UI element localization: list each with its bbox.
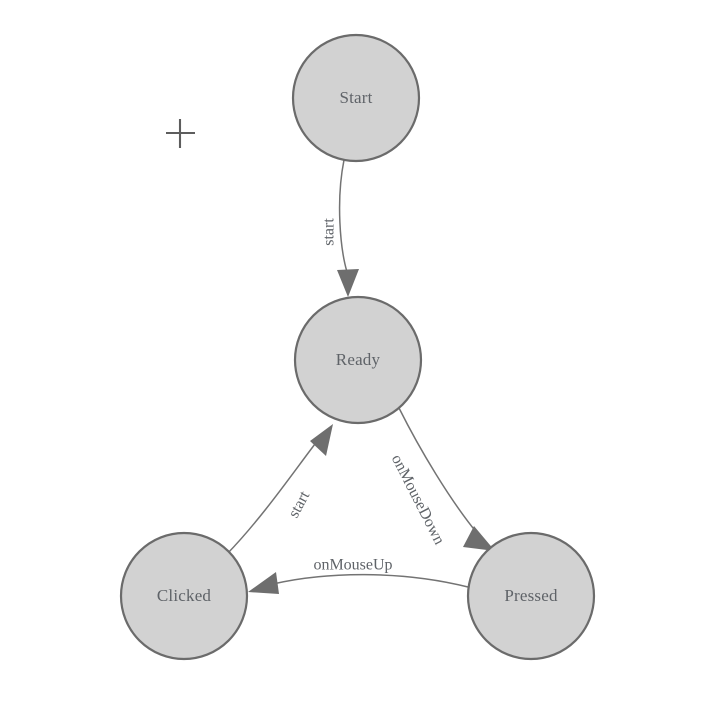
edge-pressed-to-clicked[interactable]: onMouseUp <box>248 557 469 594</box>
node-start-label: Start <box>339 88 372 107</box>
edge-clicked-to-ready-arrowhead <box>310 424 333 456</box>
edge-clicked-to-ready[interactable]: start <box>226 424 333 555</box>
nodes-layer: Start Ready Clicked Pressed <box>119 33 596 661</box>
edge-ready-to-pressed-path[interactable] <box>398 407 478 534</box>
node-clicked-label: Clicked <box>157 586 212 605</box>
edge-ready-to-pressed-label: onMouseDown <box>388 452 448 548</box>
plus-marker-icon <box>166 119 195 148</box>
node-start[interactable]: Start <box>291 33 421 163</box>
node-ready-circle[interactable] <box>293 295 423 425</box>
edge-start-to-ready-arrowhead <box>337 269 359 297</box>
node-start-circle[interactable] <box>291 33 421 163</box>
edge-ready-to-pressed-arrowhead <box>463 526 495 551</box>
node-pressed-label: Pressed <box>504 586 558 605</box>
node-pressed-circle[interactable] <box>466 531 596 661</box>
edge-pressed-to-clicked-path[interactable] <box>272 573 469 588</box>
edge-start-to-ready-label: start <box>321 218 338 246</box>
edge-pressed-to-clicked-label: onMouseUp <box>313 557 392 574</box>
edge-pressed-to-clicked-arrowhead <box>248 572 279 594</box>
edge-clicked-to-ready-path[interactable] <box>226 443 316 555</box>
node-clicked-circle[interactable] <box>119 531 249 661</box>
node-clicked[interactable]: Clicked <box>119 531 249 661</box>
edge-start-to-ready-path[interactable] <box>338 159 348 273</box>
node-ready-label: Ready <box>336 350 381 369</box>
edge-start-to-ready[interactable]: start <box>321 159 359 297</box>
node-pressed[interactable]: Pressed <box>466 531 596 661</box>
edge-ready-to-pressed[interactable]: onMouseDown <box>388 407 495 551</box>
edge-clicked-to-ready-label: start <box>285 488 313 521</box>
node-ready[interactable]: Ready <box>293 295 423 425</box>
